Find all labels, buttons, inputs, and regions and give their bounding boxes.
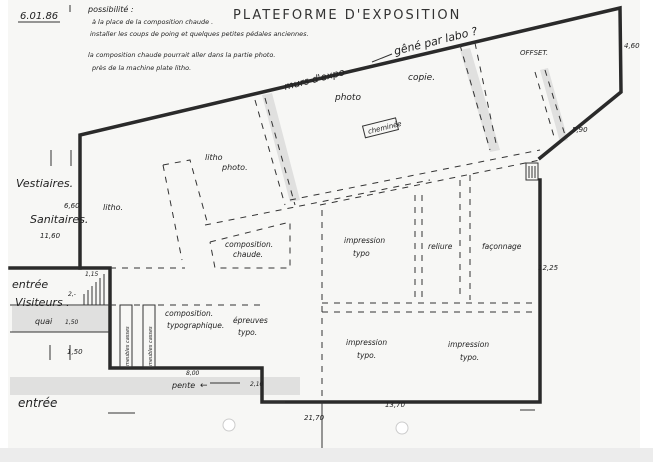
label-meubles-casses: meubles casses xyxy=(148,326,154,366)
dim-label: 6,60 xyxy=(64,202,80,210)
dim-label: 11,60 xyxy=(40,232,61,240)
label-offset: OFFSET. xyxy=(520,49,548,57)
label-sanitaires: Sanitaires. xyxy=(30,213,88,226)
label-litho-photo: litho xyxy=(205,153,223,162)
label-entree-visiteurs: Visiteurs . xyxy=(15,296,70,309)
label-impression-typo: impression xyxy=(448,340,489,349)
label-reliure: reliure xyxy=(428,242,453,251)
dimension-lines xyxy=(108,382,535,448)
note-line: près de la machine plate litho. xyxy=(91,64,191,72)
label-composition-chaude: composition. xyxy=(225,240,273,249)
label-faconnage: façonnage xyxy=(482,242,522,251)
chimney-box xyxy=(525,162,539,181)
label-composition-typo: composition. xyxy=(165,309,213,318)
dim-label: 1,15 xyxy=(85,271,99,278)
note-line: possibilité : xyxy=(87,4,134,14)
partitions xyxy=(110,42,566,402)
label-pente: pente xyxy=(171,381,195,390)
dim-label: 21,70 xyxy=(304,414,325,422)
label-impression-typo: typo. xyxy=(460,353,479,362)
label-vestiaires: Vestiaires. xyxy=(16,177,73,190)
chimney-label-box xyxy=(361,117,400,139)
dim-label: 5,90 xyxy=(572,126,588,134)
label-composition-chaude: chaude. xyxy=(233,250,263,259)
dim-label: 4,60 xyxy=(624,42,640,50)
label-epreuves: épreuves xyxy=(233,316,268,325)
punch-hole xyxy=(395,421,409,435)
dimension-labels: 4,60 5,90 6,60 11,60 1,15 2,- 1,50 1,50 … xyxy=(40,42,640,422)
punch-hole xyxy=(222,418,236,432)
paper-shadow xyxy=(0,448,653,462)
label-impression-typo: typo. xyxy=(357,351,376,360)
dim-label: 1,50 xyxy=(67,348,83,356)
label-impression-typo: impression xyxy=(346,338,387,347)
dim-label: 8,00 xyxy=(186,370,200,377)
dim-label: 2,- xyxy=(68,291,76,298)
note-line: à la place de la composition chaude . xyxy=(92,18,213,26)
arrow-left-icon: ← xyxy=(200,381,208,391)
tape-bands xyxy=(10,48,568,395)
label-litho: litho. xyxy=(103,203,123,212)
label-meubles-casses: meubles casses xyxy=(125,326,131,366)
dim-label: 12,25 xyxy=(538,264,559,272)
note-line: installer les coups de poing et quelques… xyxy=(90,30,309,38)
label-entree: entrée xyxy=(18,396,57,410)
date: 6.01.86 xyxy=(20,11,58,22)
label-photo: photo xyxy=(334,93,361,103)
label-impression-typo: typo xyxy=(353,249,370,258)
label-entree-visiteurs: entrée xyxy=(12,278,48,291)
plan-title: PLATEFORME D'EXPOSITION xyxy=(233,8,461,23)
room-labels: Vestiaires. Sanitaires. litho. litho pho… xyxy=(12,49,548,410)
label-epreuves: typo. xyxy=(238,328,257,337)
label-litho-photo: photo. xyxy=(221,163,248,172)
dim-label: 13,70 xyxy=(385,401,406,409)
dim-label: 2,10 xyxy=(250,381,264,388)
paper-sheet xyxy=(8,0,640,448)
label-composition-typo: typographique. xyxy=(167,321,224,330)
label-impression-typo: impression xyxy=(344,236,385,245)
label-quai: quai xyxy=(35,317,53,326)
dim-label: 1,50 xyxy=(65,319,79,326)
note-line: la composition chaude pourrait aller dan… xyxy=(88,51,275,59)
label-copie: copie. xyxy=(408,73,435,83)
